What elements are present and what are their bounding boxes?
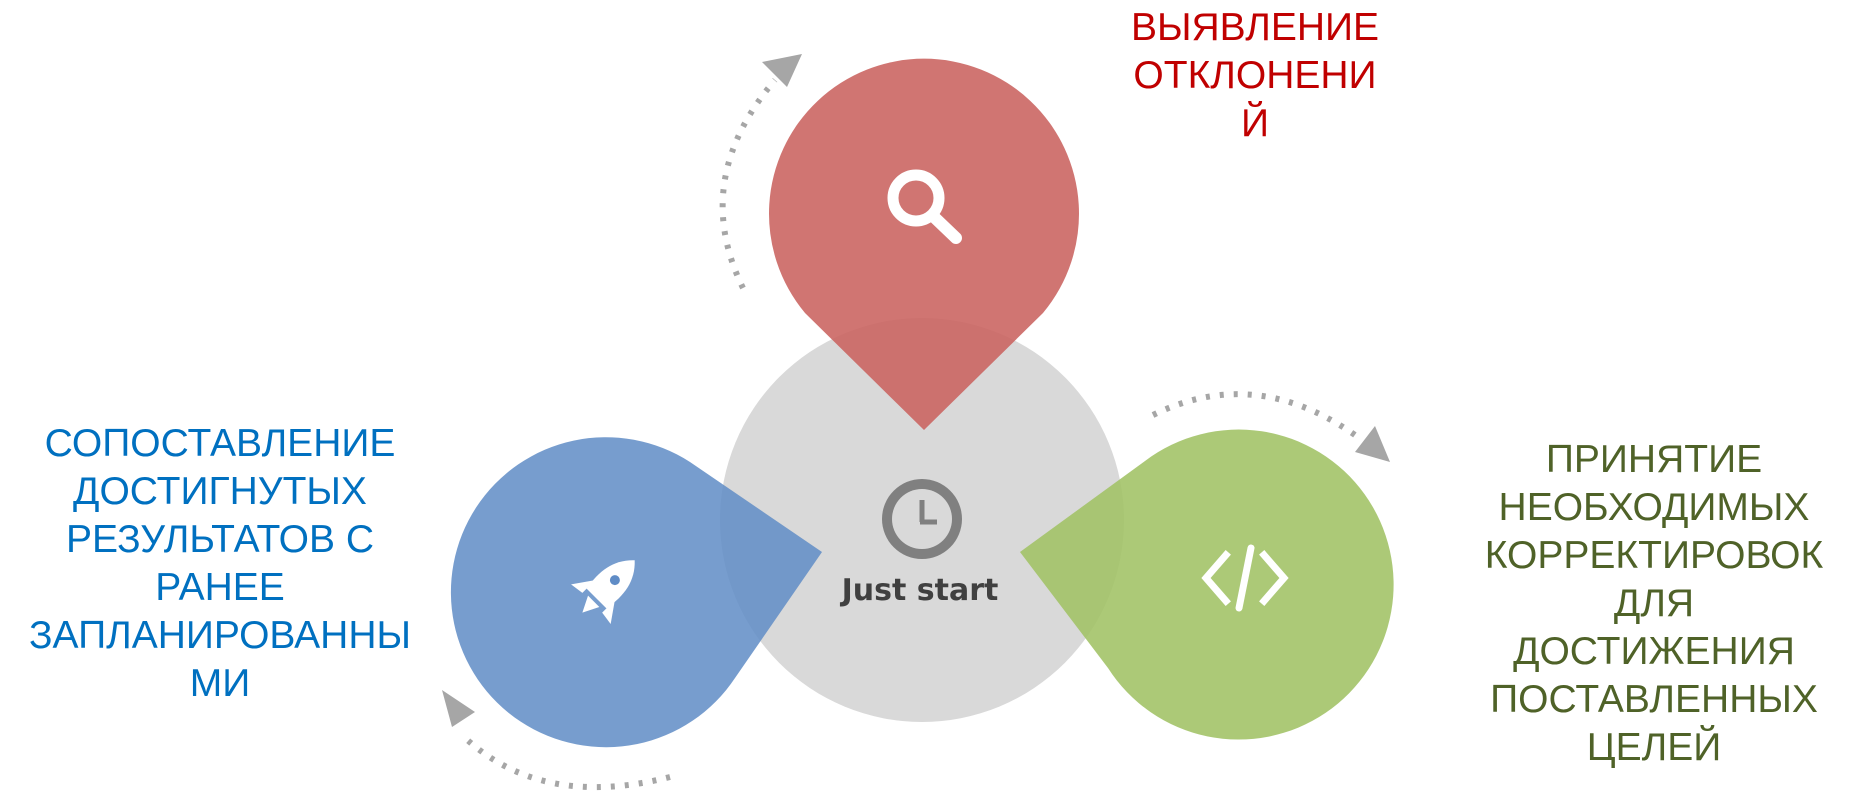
arrow-right-head [1355,426,1390,462]
detect-label: ВЫЯВЛЕНИЕ ОТКЛОНЕНИ Й [1130,6,1380,145]
correct-label: ПРИНЯТИЕ НЕОБХОДИМЫХ КОРРЕКТИРОВОК ДЛЯ Д… [1484,438,1824,769]
arrow-bottom-left-head [442,690,475,727]
clock-icon [882,479,962,559]
compare-teardrop [450,437,822,748]
detect-teardrop [769,58,1079,431]
arrow-top-left-head [762,54,802,87]
code-icon [1201,544,1289,612]
compare-label: СОПОСТАВЛЕНИЕ ДОСТИГНУТЫХ РЕЗУЛЬТАТОВ С … [28,422,412,705]
center-caption: Just start [841,573,999,608]
rocket-icon [571,560,635,624]
arrow-top-left [719,78,778,290]
arrow-right [1151,391,1357,438]
cycle-arrows [442,54,1390,791]
search-icon [887,169,962,244]
correct-teardrop [1020,429,1394,740]
